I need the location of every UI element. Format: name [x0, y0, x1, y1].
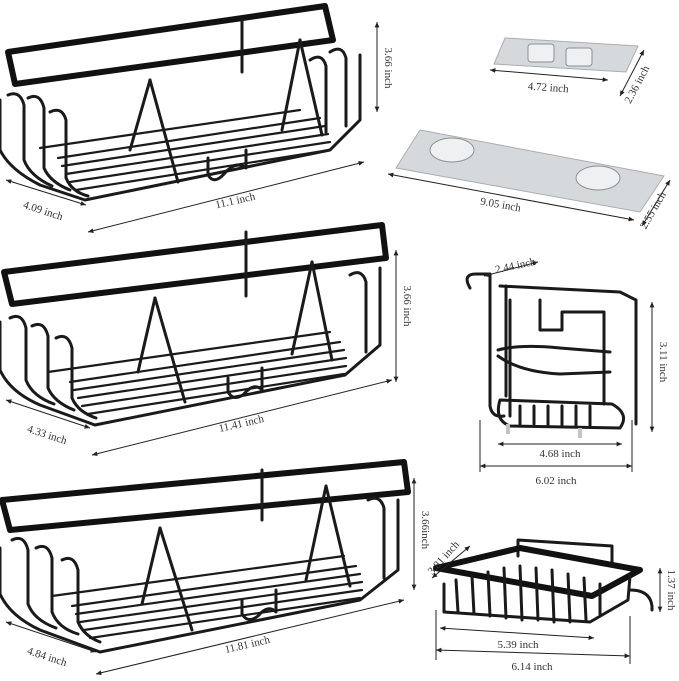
- plate-large-width-label: 9.05 inch: [479, 196, 522, 215]
- soap-dish-outer-width-label: 6.14 inch: [512, 661, 553, 673]
- adhesive-plate-small: 4.72 inch 2.36 inch: [489, 37, 652, 105]
- basket-medium-rim: [1, 222, 389, 307]
- soap-dish-rim: [433, 545, 643, 599]
- holder-height-label: 3.11 inch: [657, 342, 669, 383]
- basket-small: 3.66 inch 11.1 inch 4.09 inch: [0, 3, 394, 233]
- basket-small-rim: [5, 3, 336, 87]
- holder-inner-width-label: 4.68 inch: [540, 448, 581, 460]
- mounting-hook-icon: [429, 137, 475, 163]
- basket-medium: 3.66 inch 11.41 inch 4.33 inch: [0, 222, 413, 457]
- soap-dish-height-label: 1.37 inch: [665, 570, 677, 611]
- mounting-hook-icon: [527, 43, 555, 63]
- basket-large-rim: [0, 459, 411, 533]
- holder-top-width-label: 2.44 inch: [494, 256, 537, 276]
- basket-medium-height-label: 3.66 inch: [401, 286, 413, 327]
- soap-dish-inner-width-label: 5.39 inch: [498, 639, 539, 651]
- basket-small-width-label: 11.1 inch: [214, 191, 257, 212]
- basket-large: 3.66inch 11.81 inch 4.84 inch: [0, 459, 431, 676]
- basket-medium-depth-label: 4.33 inch: [26, 423, 69, 447]
- basket-small-depth-label: 4.09 inch: [22, 199, 65, 223]
- mounting-hook-icon: [575, 165, 621, 191]
- basket-large-depth-label: 4.84 inch: [26, 645, 69, 669]
- soap-dish: 3.81 inch 1.37 inch 5.39 inch 6.14 inch: [426, 538, 677, 673]
- basket-large-height-label: 3.66inch: [419, 511, 431, 550]
- adhesive-plate-large: 9.05 inch 2.55 inch: [387, 129, 671, 231]
- basket-small-height-label: 3.66 inch: [382, 48, 394, 89]
- holder-outer-width-label: 6.02 inch: [536, 475, 577, 487]
- basket-medium-width-label: 11.41 inch: [218, 413, 266, 435]
- mounting-hook-icon: [565, 47, 593, 67]
- plate-small-width-label: 4.72 inch: [527, 81, 569, 96]
- toothbrush-holder: 2.44 inch 3.11 inch 4.68 inch 6.02 inch: [465, 256, 669, 487]
